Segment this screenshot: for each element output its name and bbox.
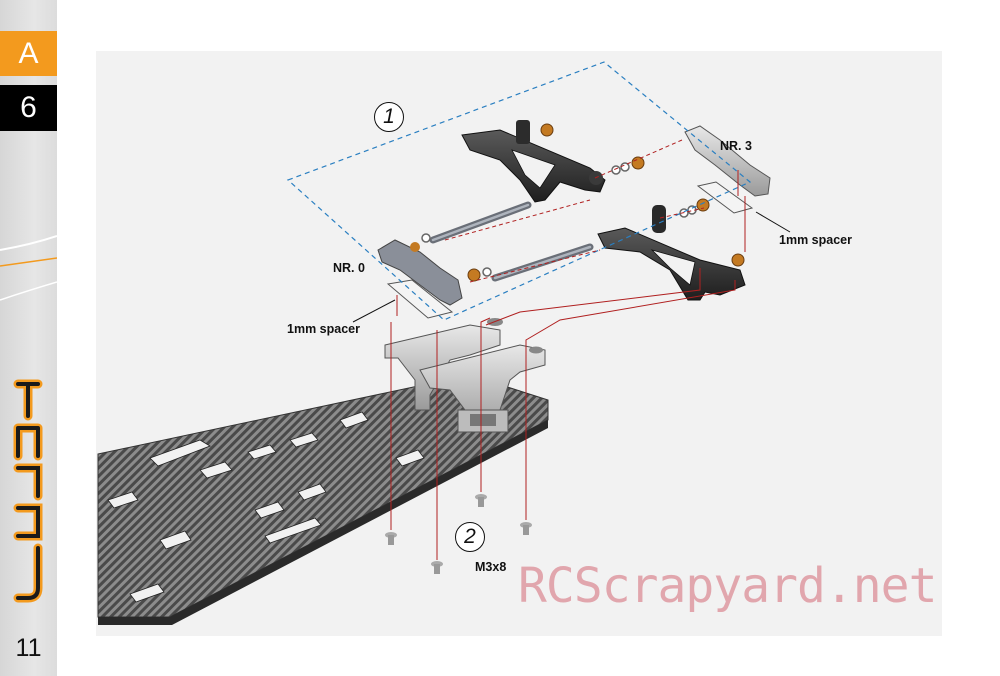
label-nr0: NR. 0: [333, 261, 365, 275]
label-spacer-left: 1mm spacer: [287, 322, 360, 336]
step-1-marker: 1: [374, 102, 404, 132]
step-1-dashed-frame: [286, 61, 752, 321]
pivot-block-nr3: [684, 125, 771, 214]
hinge-pins: [429, 201, 594, 282]
brand-logo: [13, 379, 43, 603]
sidebar-swoosh-decoration: [0, 235, 57, 301]
suspension-bulkheads: [384, 318, 546, 433]
front-suspension-arm: [597, 198, 746, 301]
label-screw-size: M3x8: [475, 560, 507, 574]
watermark: RCScrapyard.net: [518, 558, 937, 614]
label-nr3: NR. 3: [720, 139, 752, 153]
rear-suspension-arm: [461, 120, 606, 203]
assembly-guide-lines: [390, 139, 746, 560]
page-number: 11: [15, 634, 42, 662]
pivot-block-nr0: [377, 239, 463, 319]
section-tab: A: [0, 31, 57, 76]
step-2-marker: 2: [455, 522, 485, 552]
screws: [385, 494, 532, 574]
sidebar: A 6 11: [0, 0, 57, 676]
label-spacer-right: 1mm spacer: [779, 233, 852, 247]
step-tab: 6: [0, 85, 57, 131]
